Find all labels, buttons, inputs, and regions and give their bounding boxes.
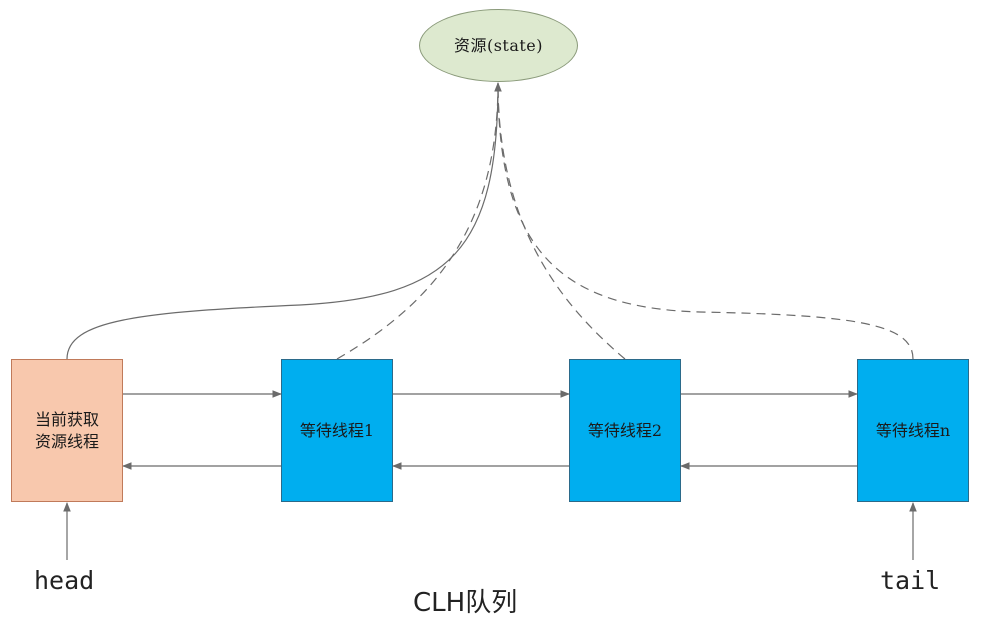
- waiting-thread-1-node: 等待线程1: [281, 359, 393, 502]
- waiting-thread-n-node: 等待线程n: [857, 359, 969, 502]
- holds-resource-curve: [66, 82, 502, 360]
- wait-curve-wn: [497, 82, 914, 360]
- head-pointer-label: head: [34, 566, 95, 595]
- wait-curve-w1: [336, 82, 499, 360]
- wait-curve-w2: [497, 82, 626, 360]
- current-thread-label: 当前获取资源线程: [34, 409, 99, 451]
- diagram-title: CLH队列: [413, 588, 518, 618]
- tail-pointer-label: tail: [880, 566, 941, 595]
- current-thread-node: 当前获取资源线程: [11, 359, 123, 502]
- waiting-thread-n-label: 等待线程n: [875, 420, 951, 440]
- waiting-thread-1-label: 等待线程1: [299, 420, 375, 440]
- waiting-thread-2-label: 等待线程2: [587, 420, 663, 440]
- resource-state-node: 资源(state): [419, 9, 578, 82]
- waiting-thread-2-node: 等待线程2: [569, 359, 681, 502]
- resource-label: 资源(state): [453, 35, 544, 55]
